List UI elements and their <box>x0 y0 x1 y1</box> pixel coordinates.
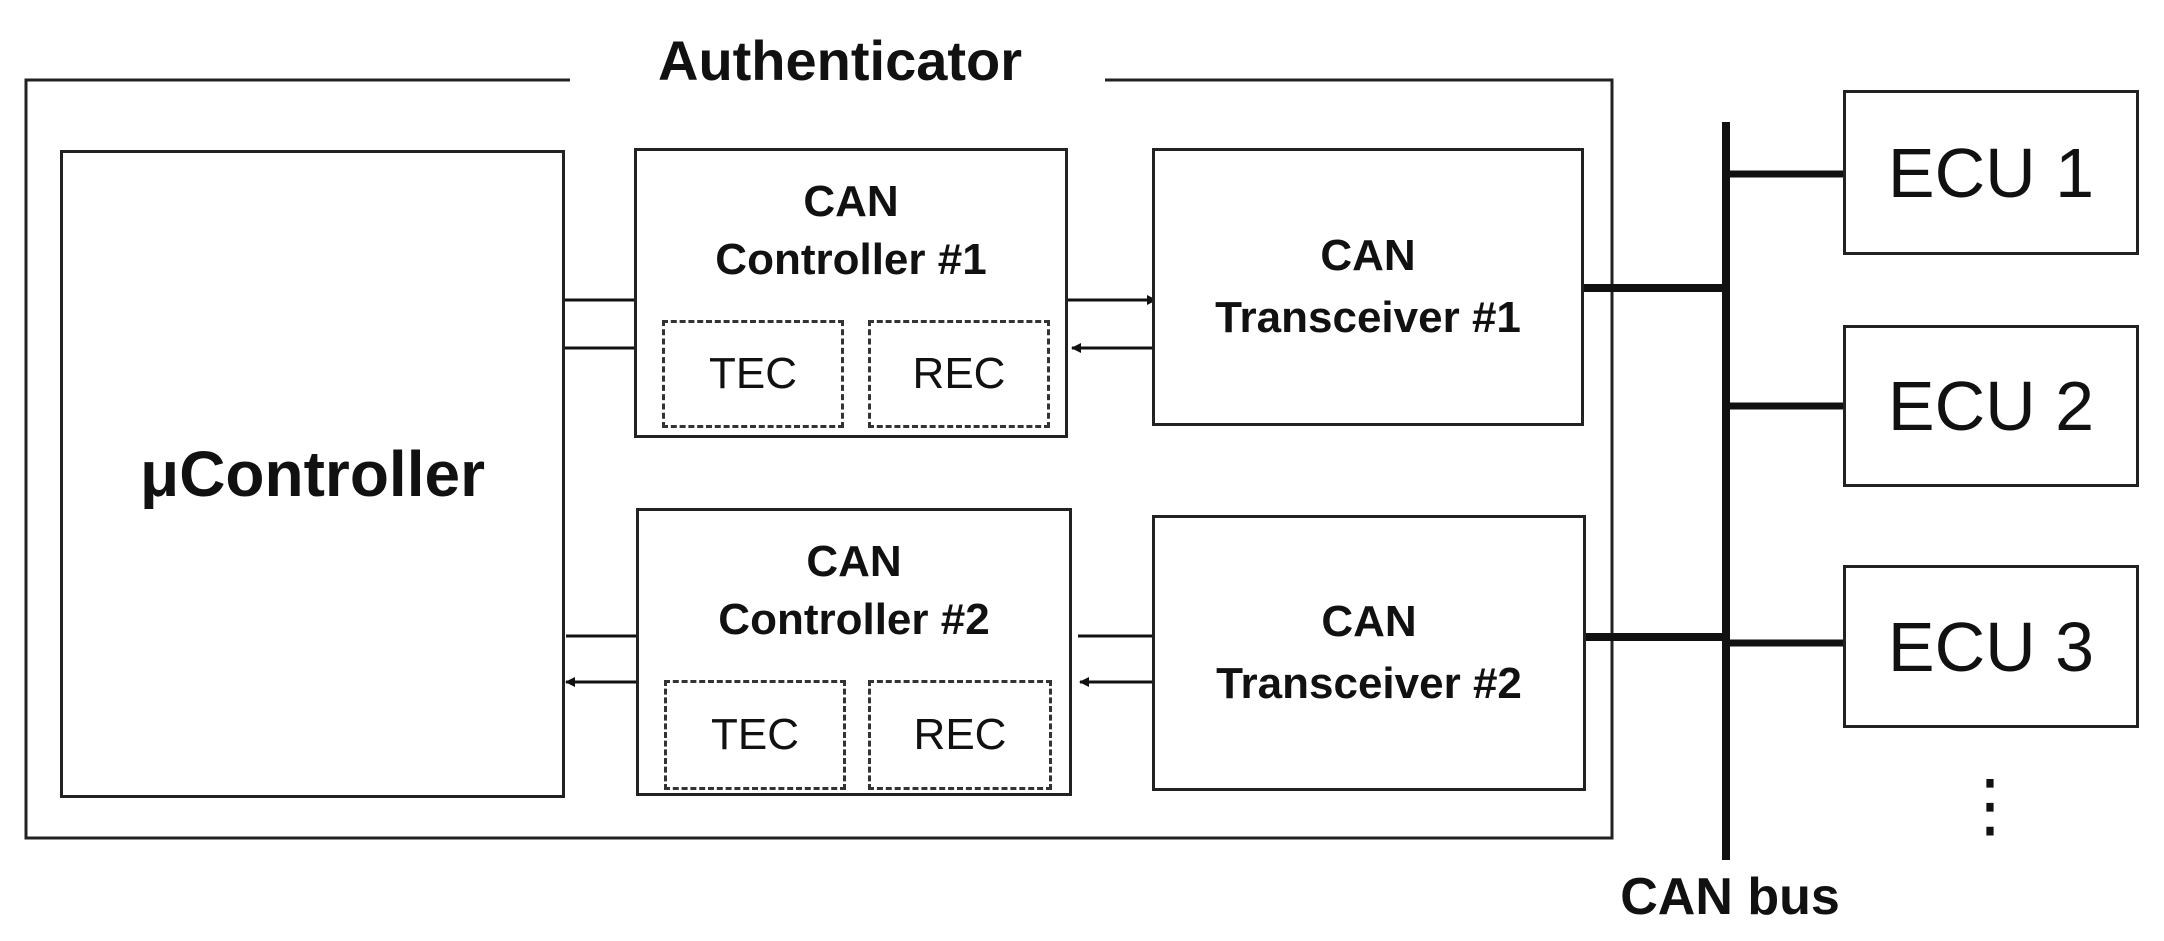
can-transceiver-1-title-line1: CAN <box>1320 231 1416 280</box>
rec-counter-2-label: REC <box>913 710 1007 759</box>
can-transceiver-2-title-line1: CAN <box>1321 597 1417 646</box>
can-controller-2-title-line2: Controller #2 <box>718 595 990 644</box>
can-controller-1-title-line1: CAN <box>803 177 899 226</box>
tec-counter-2: TEC <box>664 680 846 790</box>
more-ecus-ellipsis: ⋮ <box>1955 766 2025 844</box>
can-transceiver-1-title: CAN Transceiver #1 <box>1215 225 1521 349</box>
rec-counter-1-label: REC <box>912 349 1006 398</box>
tec-counter-1-label: TEC <box>709 349 797 398</box>
ecu-2-label: ECU 2 <box>1887 367 2095 445</box>
ecu-2: ECU 2 <box>1843 325 2139 487</box>
can-transceiver-2: CAN Transceiver #2 <box>1152 515 1586 791</box>
ecu-3-label: ECU 3 <box>1887 607 2095 686</box>
ecu-1: ECU 1 <box>1843 90 2139 255</box>
microcontroller-label: μController <box>140 438 485 510</box>
can-controller-2-title: CAN Controller #2 <box>639 533 1069 649</box>
rec-counter-1: REC <box>868 320 1050 428</box>
can-bus-label: CAN bus <box>1620 868 1840 926</box>
can-controller-1: CAN Controller #1 <box>634 148 1068 438</box>
tec-counter-1: TEC <box>662 320 844 428</box>
can-controller-1-title: CAN Controller #1 <box>637 173 1065 289</box>
can-transceiver-1-title-line2: Transceiver #1 <box>1215 293 1521 342</box>
can-transceiver-2-title-line2: Transceiver #2 <box>1216 659 1522 708</box>
tec-counter-2-label: TEC <box>711 710 799 759</box>
can-transceiver-2-title: CAN Transceiver #2 <box>1216 591 1522 715</box>
rec-counter-2: REC <box>868 680 1052 790</box>
authenticator-title: Authenticator <box>658 29 1022 92</box>
ecu-3: ECU 3 <box>1843 565 2139 728</box>
microcontroller-block: μController <box>60 150 565 798</box>
can-transceiver-1: CAN Transceiver #1 <box>1152 148 1584 426</box>
can-controller-2: CAN Controller #2 <box>636 508 1072 796</box>
can-controller-2-title-line1: CAN <box>806 537 902 586</box>
ecu-1-label: ECU 1 <box>1887 133 2095 212</box>
can-controller-1-title-line2: Controller #1 <box>715 235 987 284</box>
